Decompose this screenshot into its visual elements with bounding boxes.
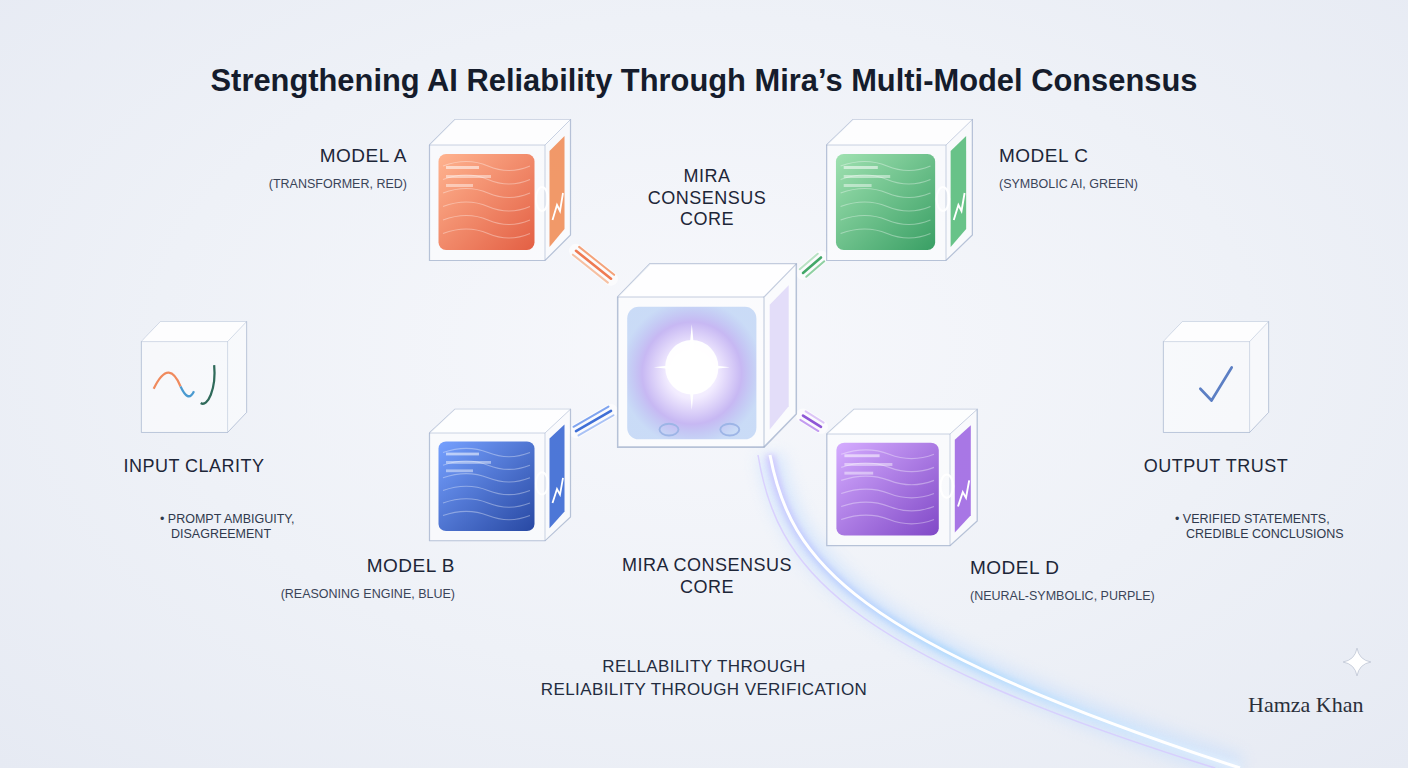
model-cube: MODEL C(SYMBOLIC AI, GREEN) — [822, 115, 977, 265]
cube-art — [822, 115, 977, 265]
wire — [800, 254, 818, 269]
wire — [800, 420, 818, 431]
output-cube: OUTPUT TRUST• VERIFIED STATEMENTS, CREDI… — [1160, 318, 1272, 436]
node-note: • PROMPT AMBIGUITY, DISAGREEMENT — [160, 512, 331, 542]
model-subtitle: (REASONING ENGINE, BLUE) — [281, 587, 455, 602]
wire-bundle — [574, 407, 614, 436]
model-subtitle: (SYMBOLIC AI, GREEN) — [999, 177, 1138, 192]
wire-bundle — [573, 247, 614, 283]
node-heading: OUTPUT TRUST — [1130, 456, 1302, 478]
wire — [576, 251, 611, 279]
diagram-title: Strengthening AI Reliability Through Mir… — [0, 62, 1408, 99]
cube-art — [425, 115, 575, 265]
wire-bundle — [800, 411, 823, 431]
node-heading: INPUT CLARITY — [108, 456, 280, 478]
model-cube: MODEL B(REASONING ENGINE, BLUE) — [425, 405, 575, 545]
input-cube: INPUT CLARITY• PROMPT AMBIGUITY, DISAGRE… — [138, 318, 250, 436]
wire — [579, 247, 614, 275]
cube-art — [138, 318, 250, 436]
wire-glow — [803, 416, 821, 427]
model-cube: MODEL A(TRANSFORMER, RED) — [425, 115, 575, 265]
model-heading: MODEL C — [999, 145, 1088, 168]
model-heading: MODEL B — [367, 555, 455, 578]
watermark: Hamza Khan — [1248, 692, 1398, 718]
wire — [573, 255, 608, 283]
cube-art — [1160, 318, 1272, 436]
cube-art — [822, 405, 982, 550]
node-note: • VERIFIED STATEMENTS, CREDIBLE CONCLUSI… — [1175, 512, 1361, 542]
sparkle-star — [1343, 648, 1371, 676]
model-cube: MODEL D(NEURAL-SYMBOLIC, PURPLE) — [822, 405, 982, 550]
model-subtitle: (NEURAL-SYMBOLIC, PURPLE) — [970, 589, 1155, 604]
wire-bundle — [800, 254, 825, 277]
core-cube: MIRA CONSENSUS COREMIRA CONSENSUS CORE — [612, 258, 802, 453]
core-heading: MIRA CONSENSUS CORE — [617, 555, 797, 598]
footer-caption: RELIABILITY THROUGH VERIFICATION — [354, 680, 1054, 700]
model-subtitle: (TRANSFORMER, RED) — [269, 177, 407, 192]
wire — [803, 416, 821, 427]
wire-glow — [576, 251, 611, 279]
footer-caption: RELLABILITY THROUGH — [404, 657, 1004, 677]
wire — [578, 415, 613, 435]
wire — [576, 411, 611, 431]
wire-glow — [576, 411, 611, 431]
cube-art — [612, 258, 802, 453]
model-heading: MODEL D — [970, 557, 1059, 580]
model-heading: MODEL A — [320, 145, 407, 168]
cube-art — [425, 405, 575, 545]
core-heading: MIRA CONSENSUS CORE — [642, 166, 772, 231]
wire — [806, 411, 824, 422]
